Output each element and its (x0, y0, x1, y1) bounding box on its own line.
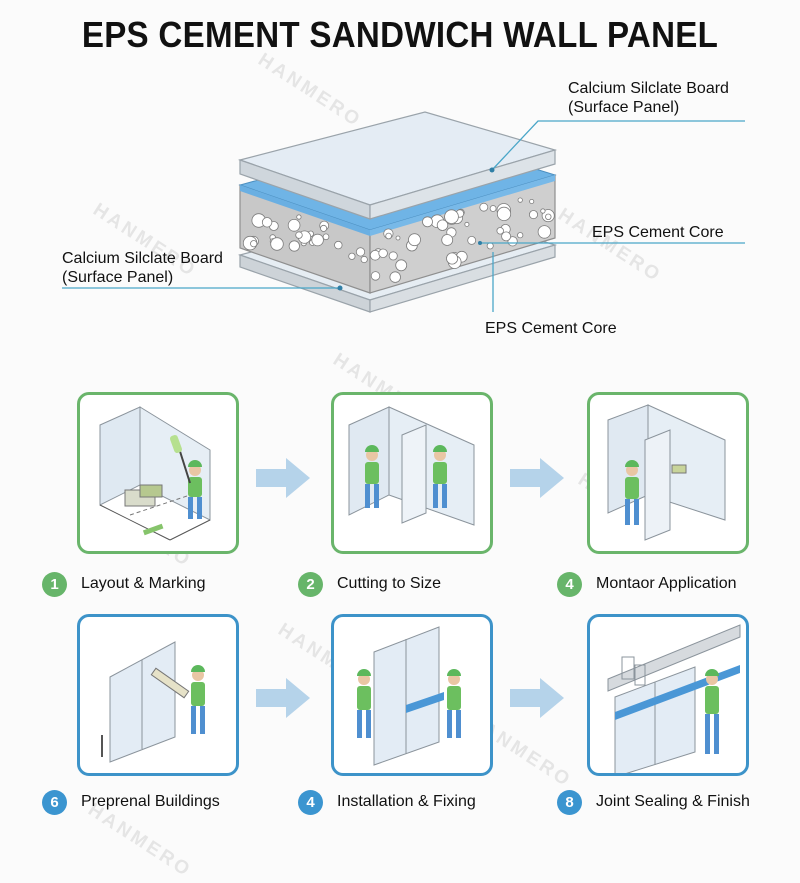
eps-bead (322, 233, 330, 241)
eps-bead (486, 242, 494, 250)
step-card-preparation (77, 614, 239, 776)
eps-bead (355, 247, 366, 257)
step-number-badge: 4 (298, 789, 323, 815)
eps-bead (250, 240, 258, 248)
layout-marking-illustration (99, 406, 211, 541)
step-card-joint-sealing (587, 614, 749, 776)
eps-bead (529, 198, 535, 204)
eps-bead (261, 217, 273, 228)
label-core-bottom: EPS Cement Core (485, 320, 617, 337)
eps-bead (517, 232, 524, 239)
eps-bead (385, 232, 392, 240)
eps-bead (467, 235, 477, 245)
step-card-installation (331, 614, 493, 776)
arrow-right-icon (256, 458, 310, 498)
cutting-illustration (348, 406, 475, 526)
step-1: 1 Layout & Marking (42, 571, 206, 597)
step-card-mortar (587, 392, 749, 554)
step-3: 4 Montaor Application (557, 571, 737, 597)
label-top-board: Calcium Silclate Board (Surface Panel) (568, 79, 729, 117)
eps-bead (334, 240, 343, 250)
step-5: 4 Installation & Fixing (298, 789, 476, 815)
eps-bead (496, 206, 512, 221)
step-4: 6 Preprenal Buildings (42, 789, 220, 815)
label-line: (Surface Panel) (568, 99, 680, 116)
step-label: Preprenal Buildings (81, 793, 220, 810)
eps-bead (348, 252, 356, 260)
eps-bead (517, 197, 523, 203)
eps-bead (370, 271, 381, 281)
eps-bead (501, 231, 512, 242)
eps-bead (389, 271, 401, 283)
step-2: 2 Cutting to Size (298, 571, 441, 597)
arrow-right-icon (256, 678, 310, 718)
step-number-badge: 8 (557, 789, 582, 815)
eps-bead (395, 235, 401, 241)
step-6: 8 Joint Sealing & Finish (557, 789, 750, 815)
label-line: Calcium Silclate Board (62, 250, 223, 267)
eps-bead (288, 240, 300, 252)
label-line: (Surface Panel) (62, 269, 174, 286)
eps-bead (545, 213, 552, 220)
worker-icon (191, 665, 205, 734)
label-core-right: EPS Cement Core (592, 224, 724, 241)
top-surface-board (237, 111, 558, 220)
eps-bead (444, 209, 459, 225)
sandwich-panel-diagram (62, 111, 745, 313)
page-title: EPS CEMENT SANDWICH WALL PANEL (81, 14, 719, 55)
eps-bead (295, 231, 303, 239)
eps-bead (311, 233, 324, 247)
eps-bead (479, 202, 489, 212)
step-label: Installation & Fixing (337, 793, 476, 810)
eps-bead (540, 208, 546, 214)
step-label: Joint Sealing & Finish (596, 793, 750, 810)
step-label: Layout & Marking (81, 575, 206, 592)
leader-lines (62, 120, 745, 312)
step-label: Cutting to Size (337, 575, 442, 592)
eps-bead (496, 227, 504, 235)
eps-bead (360, 255, 368, 264)
step-number-badge: 2 (298, 571, 323, 597)
step-number-badge: 1 (42, 571, 67, 597)
label-bottom-board: Calcium Silclate Board (Surface Panel) (62, 249, 223, 287)
eps-bead (446, 252, 459, 265)
worker-icon (447, 669, 461, 738)
worker-icon (705, 669, 719, 754)
label-line: Calcium Silclate Board (568, 80, 729, 97)
eps-bead (464, 221, 470, 227)
mortar-illustration (607, 404, 726, 541)
worker-icon (433, 445, 447, 508)
installation-illustration (357, 626, 461, 766)
eps-bead (422, 216, 433, 228)
step-card-cutting (331, 392, 493, 554)
worker-icon (357, 669, 371, 738)
eps-bead (270, 237, 284, 251)
eps-bead (436, 219, 449, 231)
eps-bead (489, 205, 497, 212)
eps-bead (320, 224, 328, 232)
eps-bead (296, 214, 302, 220)
step-number-badge: 4 (557, 571, 582, 597)
step-label: Montaor Application (596, 575, 737, 592)
arrow-right-icon (510, 458, 564, 498)
eps-bead (388, 251, 398, 261)
worker-icon (170, 435, 202, 519)
eps-bead (441, 234, 454, 246)
step-number-badge: 6 (42, 789, 67, 815)
eps-beads (242, 197, 555, 283)
worker-icon (625, 460, 639, 525)
preparation-illustration (101, 641, 205, 763)
eps-bead (537, 225, 552, 239)
eps-bead (529, 210, 539, 220)
eps-bead (287, 219, 301, 232)
eps-bead (378, 248, 388, 259)
step-card-layout-marking (77, 392, 239, 554)
arrow-right-icon (510, 678, 564, 718)
joint-sealing-illustration (607, 624, 741, 773)
eps-bead (408, 233, 421, 247)
eps-bead (395, 259, 408, 272)
worker-icon (365, 445, 379, 508)
